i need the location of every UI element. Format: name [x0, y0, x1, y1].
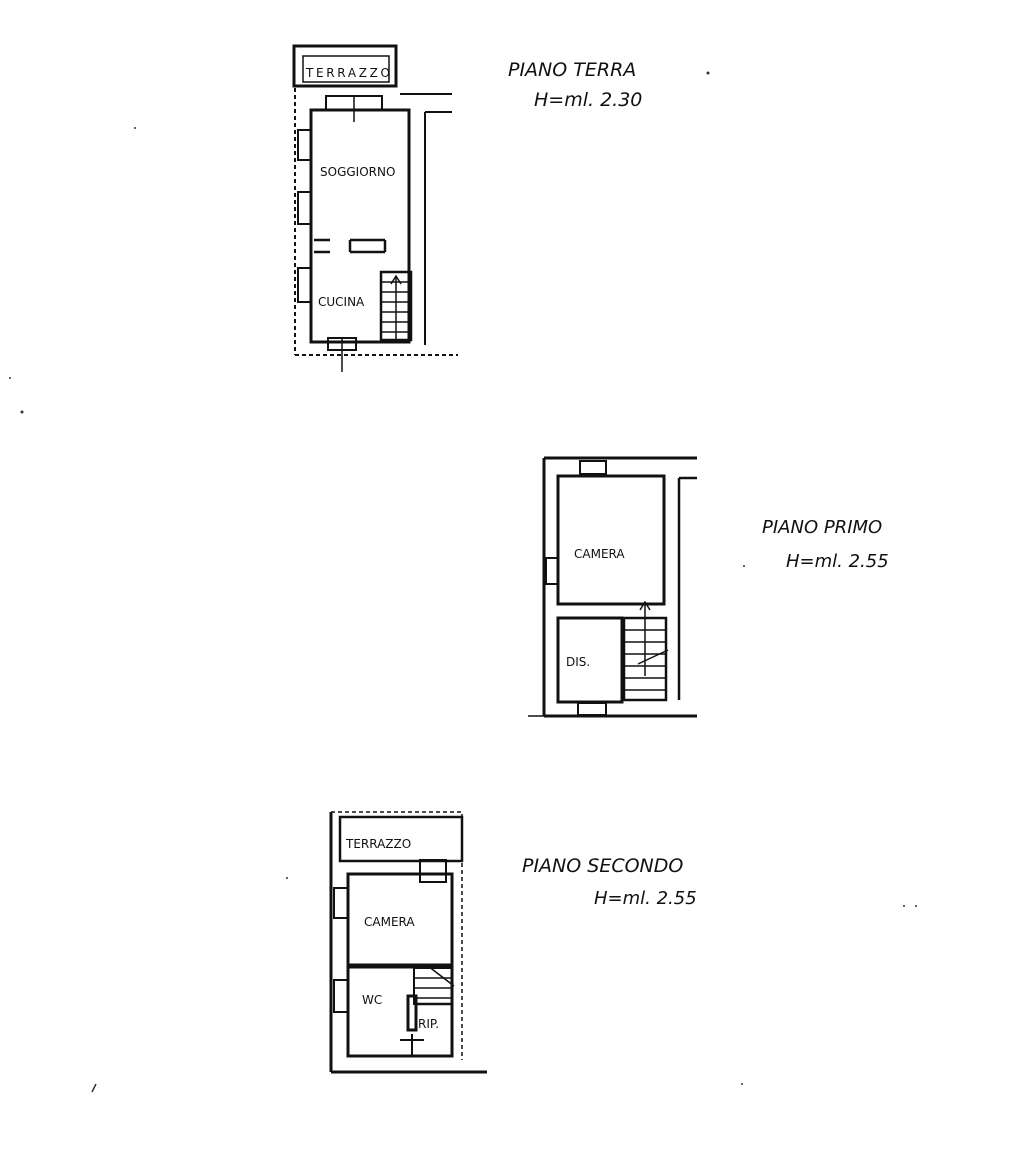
- room-label-camera-second: CAMERA: [364, 915, 415, 929]
- room-label-terrazzo-ground: TERRAZZO: [305, 66, 390, 80]
- plan-ground-floor: TERRAZZO SOGGIORNO CUCINA PIANO TERRA H=…: [292, 44, 642, 372]
- floor-title-second: PIANO SECONDO: [522, 855, 683, 877]
- scan-noise: [9, 71, 917, 1093]
- room-label-rip: RIP.: [418, 1017, 439, 1031]
- room-label-wc: WC: [362, 993, 382, 1007]
- floor-height-first: H=ml. 2.55: [786, 551, 889, 572]
- room-label-camera-first: CAMERA: [574, 547, 625, 561]
- room-label-cucina: CUCINA: [318, 295, 365, 309]
- plan-second-floor: TERRAZZO CAMERA WC RIP. PIANO SECONDO H=…: [329, 811, 697, 1074]
- floor-title-first: PIANO PRIMO: [762, 517, 882, 538]
- room-label-soggiorno: SOGGIORNO: [320, 165, 395, 179]
- floor-title-ground: PIANO TERRA: [508, 59, 636, 81]
- room-label-terrazzo-second: TERRAZZO: [345, 837, 411, 851]
- floor-height-second: H=ml. 2.55: [594, 888, 697, 909]
- plan-first-floor: CAMERA DIS. PIANO PRIMO H=ml. 2.55: [528, 456, 889, 718]
- room-label-dis: DIS.: [566, 655, 590, 669]
- floor-height-ground: H=ml. 2.30: [534, 89, 642, 111]
